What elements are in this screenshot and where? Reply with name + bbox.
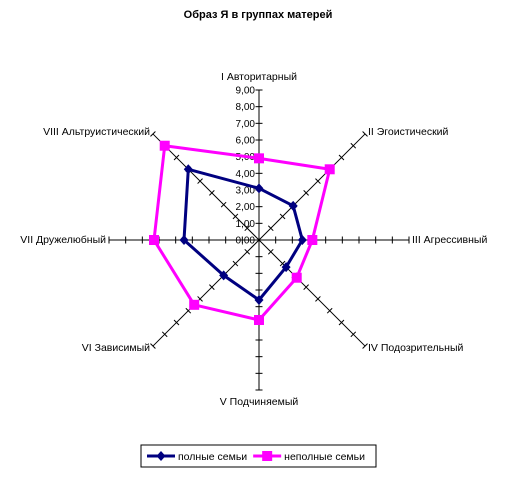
tick-label: 1,00 — [236, 219, 256, 230]
axis-tick-mark — [173, 154, 180, 161]
axis-tick-mark — [232, 260, 239, 267]
tick-label: 6,00 — [236, 136, 256, 147]
axis-tick-mark — [326, 307, 333, 314]
axis-tick-mark — [279, 213, 286, 220]
legend-label: полные семьи — [178, 451, 247, 463]
axis-tick-mark — [303, 284, 309, 290]
axis-tick-mark — [161, 331, 168, 338]
data-point — [307, 235, 318, 245]
axis-tick-mark — [150, 343, 156, 349]
axis-line — [258, 133, 366, 241]
data-point — [159, 140, 170, 151]
axis-tick-mark — [303, 190, 309, 196]
data-point — [254, 295, 264, 305]
axis-label: I Авторитарный — [221, 71, 297, 83]
axis-label: III Агрессивный — [412, 234, 487, 246]
legend-marker — [156, 451, 166, 461]
axis-tick-mark — [185, 307, 192, 314]
axis-tick-mark — [350, 331, 357, 338]
data-point — [324, 164, 335, 175]
tick-labels: 0,001,002,003,004,005,006,007,008,009,00 — [236, 86, 256, 247]
data-point — [254, 315, 264, 325]
tick-label: 4,00 — [236, 169, 256, 180]
data-point — [254, 153, 264, 164]
legend: полные семьи неполные семьи — [140, 444, 377, 468]
axis-tick-mark — [197, 296, 203, 302]
axis-line — [152, 239, 260, 347]
axis-tick-mark — [244, 225, 251, 232]
legend-label: неполные семьи — [284, 451, 365, 463]
axis-label: VIII Альтруистический — [43, 126, 150, 138]
chart-title: Образ Я в группах матерей — [184, 9, 333, 21]
axis-tick-mark — [350, 142, 357, 149]
axis-tick-mark — [209, 190, 215, 196]
data-point — [179, 235, 189, 245]
axis-tick-mark — [150, 131, 156, 137]
axis-tick-mark — [338, 154, 345, 161]
axis-tick-mark — [220, 201, 227, 208]
data-point — [219, 270, 229, 281]
axis-label: II Эгоистический — [368, 126, 449, 138]
axis-tick-mark — [267, 248, 274, 255]
axis-tick-mark — [209, 284, 215, 290]
axes-layer — [108, 89, 410, 391]
axis-label: V Подчиняемый — [220, 396, 299, 408]
axis-tick-mark — [315, 178, 321, 184]
series-1 — [179, 164, 307, 305]
axis-line — [152, 133, 260, 241]
data-point — [254, 183, 264, 194]
axis-tick-mark — [315, 296, 321, 302]
axis-label: IV Подозрительный — [368, 342, 463, 354]
axis-line — [258, 239, 366, 347]
data-point — [297, 235, 307, 245]
tick-label: 7,00 — [236, 119, 256, 130]
axis-tick-mark — [232, 213, 239, 220]
data-point — [291, 272, 302, 283]
data-point — [288, 200, 298, 211]
data-point — [149, 235, 159, 245]
tick-label: 0,00 — [236, 236, 256, 247]
axis-label: VI Зависимый — [82, 342, 150, 354]
series-2 — [149, 140, 335, 325]
axis-tick-mark — [197, 178, 203, 184]
data-point — [281, 262, 291, 273]
axis-tick-mark — [279, 260, 286, 267]
tick-label: 3,00 — [236, 186, 256, 197]
axis-tick-mark — [362, 131, 368, 137]
axis-tick-mark — [267, 225, 274, 232]
axis-label: VII Дружелюбный — [20, 234, 106, 246]
axis-tick-mark — [338, 319, 345, 326]
tick-label: 8,00 — [236, 102, 256, 113]
axis-tick-mark — [173, 319, 180, 326]
axis-tick-mark — [362, 343, 368, 349]
legend-marker — [262, 451, 273, 461]
data-point — [189, 299, 200, 310]
series-layer — [149, 140, 335, 325]
data-point — [183, 164, 193, 175]
tick-label: 9,00 — [236, 86, 256, 97]
tick-label: 2,00 — [236, 202, 256, 213]
axis-tick-mark — [244, 248, 251, 255]
